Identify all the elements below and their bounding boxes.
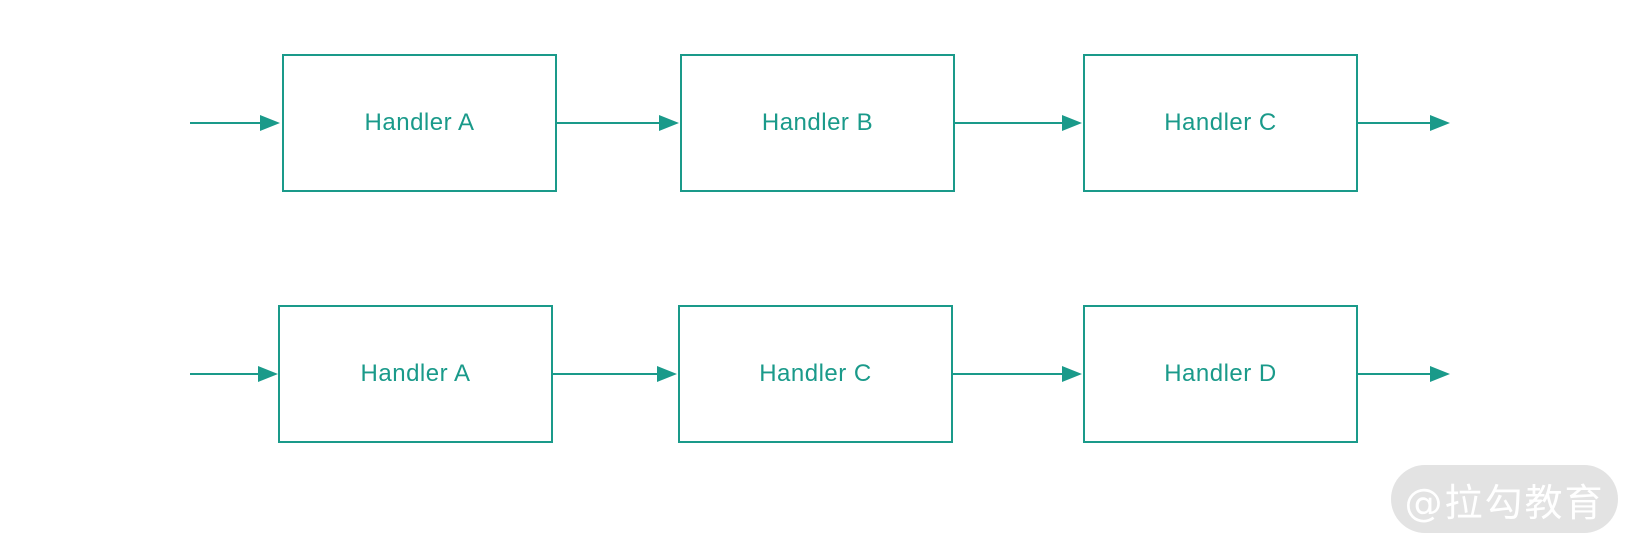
arrow-shaft: [955, 122, 1066, 124]
watermark-text: @拉勾教育: [1404, 480, 1605, 525]
box-row1-handler-a: Handler A: [282, 54, 557, 192]
arrowhead-icon: [1062, 115, 1082, 131]
arrowhead-icon: [659, 115, 679, 131]
arrow-row1-incoming: [190, 115, 280, 131]
arrow-row2-outgoing: [1358, 366, 1450, 382]
arrow-shaft: [190, 122, 264, 124]
box-label: Handler A: [360, 360, 471, 387]
arrow-row2-c-to-d: [953, 366, 1082, 382]
arrow-row2-incoming: [190, 366, 278, 382]
arrowhead-icon: [1430, 115, 1450, 131]
box-row2-handler-c: Handler C: [678, 305, 953, 443]
arrow-row2-a-to-c: [553, 366, 677, 382]
arrow-shaft: [557, 122, 663, 124]
box-label: Handler D: [1164, 360, 1277, 387]
arrow-shaft: [1358, 373, 1434, 375]
arrow-row1-outgoing: [1358, 115, 1450, 131]
arrow-shaft: [553, 373, 661, 375]
arrowhead-icon: [258, 366, 278, 382]
arrow-shaft: [953, 373, 1066, 375]
arrowhead-icon: [260, 115, 280, 131]
watermark-badge: @拉勾教育: [1391, 465, 1618, 533]
box-row1-handler-b: Handler B: [680, 54, 955, 192]
arrowhead-icon: [657, 366, 677, 382]
arrow-shaft: [1358, 122, 1434, 124]
arrow-row1-b-to-c: [955, 115, 1082, 131]
box-row1-handler-c: Handler C: [1083, 54, 1358, 192]
arrow-row1-a-to-b: [557, 115, 679, 131]
box-label: Handler C: [1164, 109, 1277, 136]
box-label: Handler A: [364, 109, 475, 136]
arrow-shaft: [190, 373, 262, 375]
box-row2-handler-d: Handler D: [1083, 305, 1358, 443]
arrowhead-icon: [1430, 366, 1450, 382]
box-label: Handler C: [759, 360, 872, 387]
arrowhead-icon: [1062, 366, 1082, 382]
box-row2-handler-a: Handler A: [278, 305, 553, 443]
box-label: Handler B: [761, 109, 874, 136]
